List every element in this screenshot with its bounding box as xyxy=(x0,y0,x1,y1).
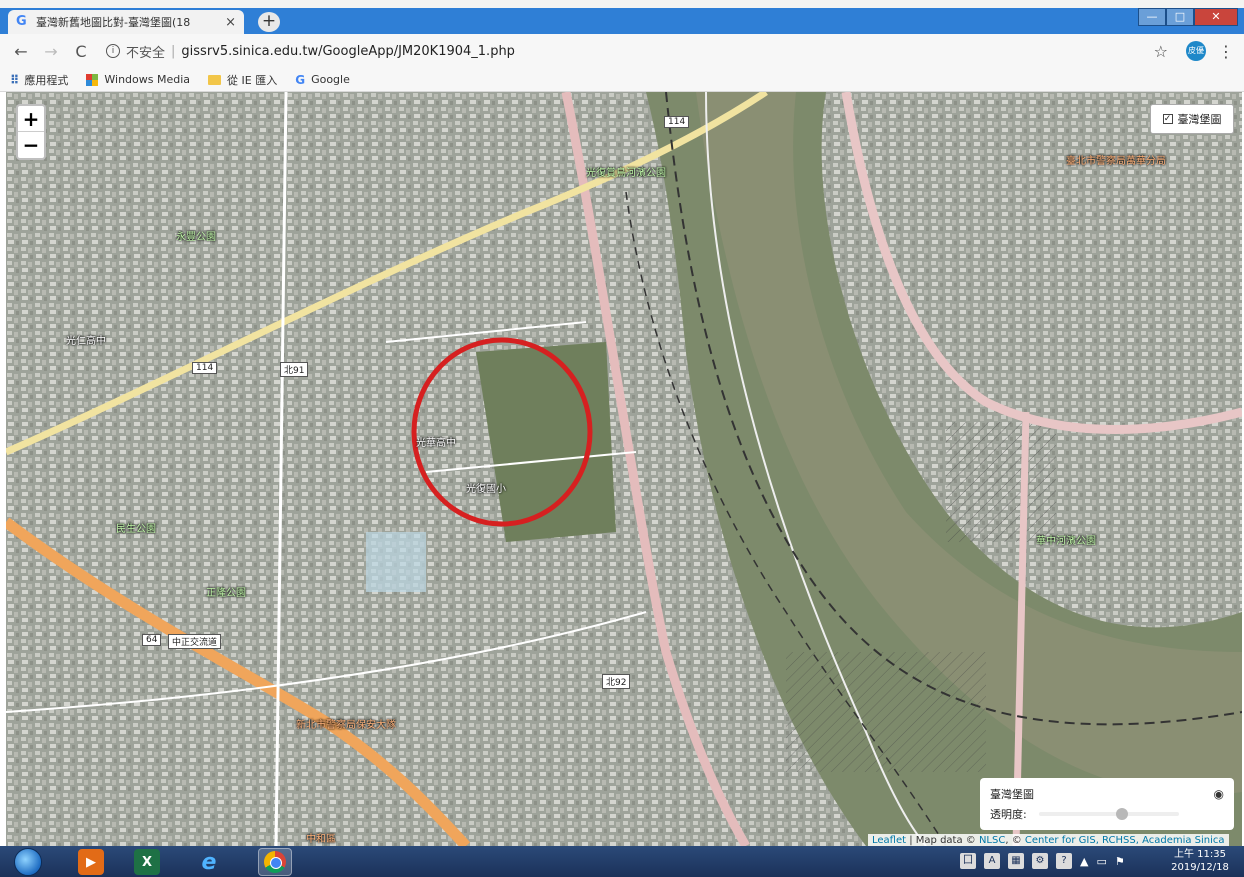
bookmark-label: Google xyxy=(311,73,350,86)
bookmarks-bar: ⠿ 應用程式 Windows Media 從 IE 匯入 G Google xyxy=(0,68,1244,92)
map-label[interactable]: 新北市警察局保安大隊 xyxy=(296,720,396,731)
bookmark-label: Windows Media xyxy=(104,73,191,86)
bookmark-windows-media[interactable]: Windows Media xyxy=(86,73,190,86)
maximize-button[interactable]: □ xyxy=(1166,8,1194,26)
excel-icon[interactable]: X xyxy=(134,849,160,875)
clock-time: 上午 11:35 xyxy=(1174,849,1226,860)
attribution-text: | Map data © xyxy=(906,835,979,846)
minimize-button[interactable]: — xyxy=(1138,8,1166,26)
map-attribution: Leaflet | Map data © NLSC, © Center for … xyxy=(868,834,1229,848)
chrome-icon xyxy=(264,851,286,873)
network-icon[interactable]: ▭ xyxy=(1096,854,1107,868)
road-shield: 114 xyxy=(664,116,690,128)
tab-close-button[interactable]: × xyxy=(225,14,236,30)
road-shield: 114 xyxy=(192,362,218,374)
opacity-slider-handle[interactable] xyxy=(1115,808,1128,820)
system-tray: 囗 A ▦ ⚙ ? ▲ ▭ ⚑ xyxy=(960,850,1125,872)
ime-settings-icon[interactable]: ⚙ xyxy=(1032,853,1048,869)
bookmark-label: 從 IE 匯入 xyxy=(227,73,278,87)
road-shield: 北91 xyxy=(280,362,309,377)
map-label[interactable]: 永豐公園 xyxy=(176,232,216,243)
map-label[interactable]: 光華高中 xyxy=(416,438,456,449)
folder-icon xyxy=(208,74,222,85)
info-icon[interactable]: i xyxy=(106,44,120,58)
tab-bar: G 臺灣新舊地圖比對-臺灣堡圖(18 × + — □ ✕ xyxy=(0,8,1244,34)
road-shield: 中正交流道 xyxy=(168,634,222,649)
window-controls: — □ ✕ xyxy=(1138,8,1238,28)
attribution-sep: , © xyxy=(1005,835,1025,846)
eye-icon[interactable]: ◉ xyxy=(1213,787,1224,801)
map-canvas[interactable]: 光復賞鳥河濱公園 光復國小 光華高中 光仁高中 民生公園 華中河濱公園 臺北市警… xyxy=(6,92,1242,846)
omnibox-separator: | xyxy=(171,43,176,59)
profile-avatar[interactable]: 皮優 xyxy=(1186,41,1206,61)
map-label[interactable]: 光復賞鳥河濱公園 xyxy=(586,168,666,179)
browser-tab[interactable]: G 臺灣新舊地圖比對-臺灣堡圖(18 × xyxy=(8,10,244,34)
bookmark-apps[interactable]: ⠿ 應用程式 xyxy=(10,72,68,88)
map-label[interactable]: 光復國小 xyxy=(466,484,506,495)
layer-name: 臺灣堡圖 xyxy=(990,788,1034,801)
zoom-control: + − xyxy=(16,104,46,160)
ime-icon[interactable]: 囗 xyxy=(960,853,976,869)
not-secure-label: 不安全 xyxy=(126,45,166,61)
map-label[interactable]: 華中河濱公園 xyxy=(1036,536,1096,547)
layer-toggle-label: 臺灣堡圖 xyxy=(1177,113,1222,126)
center-gis-link[interactable]: Center for GIS, RCHSS, Academia Sinica xyxy=(1024,835,1225,846)
road-shield: 北92 xyxy=(602,674,631,689)
menu-kebab-icon[interactable]: ⋮ xyxy=(1218,41,1234,61)
layer-checkbox[interactable]: ✓ xyxy=(1162,114,1173,124)
map-label[interactable]: 中和區 xyxy=(306,834,336,845)
zoom-in-button[interactable]: + xyxy=(18,106,44,132)
zoom-out-button[interactable]: − xyxy=(22,133,40,157)
map-label[interactable]: 民生公園 xyxy=(116,524,156,535)
forward-button[interactable]: → xyxy=(44,41,58,61)
bookmark-google[interactable]: G Google xyxy=(295,73,350,87)
opacity-panel: 臺灣堡圖 ◉ 透明度: xyxy=(980,778,1234,830)
map-label[interactable]: 臺北市警察局萬華分局 xyxy=(1066,156,1166,167)
map-base-layer xyxy=(6,92,1242,846)
new-tab-button[interactable]: + xyxy=(258,12,280,32)
help-icon[interactable]: ? xyxy=(1056,853,1072,869)
close-window-button[interactable]: ✕ xyxy=(1194,8,1238,26)
ime-mode-icon[interactable]: A xyxy=(984,853,1000,869)
tray-expand-icon[interactable]: ▲ xyxy=(1080,854,1089,868)
map-label[interactable]: 正隆公園 xyxy=(206,588,246,599)
bookmark-label: 應用程式 xyxy=(24,73,69,87)
media-player-icon[interactable]: ▶ xyxy=(78,849,104,875)
google-favicon-icon: G xyxy=(16,14,27,29)
google-icon: G xyxy=(295,72,306,87)
road-shield: 64 xyxy=(142,634,162,646)
clock-date: 2019/12/18 xyxy=(1171,862,1229,873)
apps-icon: ⠿ xyxy=(10,72,19,87)
url-input[interactable]: i 不安全 | gissrv5.sinica.edu.tw/GoogleApp/… xyxy=(100,38,1144,64)
back-button[interactable]: ← xyxy=(14,41,28,61)
opacity-label: 透明度: xyxy=(990,808,1027,821)
layer-toggle[interactable]: ✓ 臺灣堡圖 xyxy=(1150,104,1234,134)
red-circle-annotation xyxy=(411,337,593,527)
leaflet-link[interactable]: Leaflet xyxy=(872,835,907,846)
start-button[interactable] xyxy=(14,848,42,876)
url-text: gissrv5.sinica.edu.tw/GoogleApp/JM20K190… xyxy=(181,43,515,59)
bookmark-star-icon[interactable]: ☆ xyxy=(1153,41,1168,61)
windows-icon xyxy=(86,73,99,86)
reload-button[interactable]: C xyxy=(75,41,87,61)
chrome-taskbar-button[interactable] xyxy=(258,848,292,876)
flag-icon[interactable]: ⚑ xyxy=(1114,854,1125,868)
scan-margin xyxy=(0,0,1244,8)
map-label[interactable]: 光仁高中 xyxy=(66,336,106,347)
address-bar: ← → C i 不安全 | gissrv5.sinica.edu.tw/Goog… xyxy=(0,34,1244,68)
bookmark-ie-import[interactable]: 從 IE 匯入 xyxy=(208,72,277,88)
nlsc-link[interactable]: NLSC xyxy=(978,835,1006,846)
opacity-slider[interactable] xyxy=(1038,808,1179,820)
tab-title: 臺灣新舊地圖比對-臺灣堡圖(18 xyxy=(36,16,191,29)
taskbar-clock[interactable]: 上午 11:35 2019/12/18 xyxy=(1160,848,1240,874)
windows-taskbar: ▶ X e 囗 A ▦ ⚙ ? ▲ ▭ ⚑ 上午 11:35 2019/12/1… xyxy=(0,846,1244,877)
keyboard-icon[interactable]: ▦ xyxy=(1008,853,1024,869)
internet-explorer-icon[interactable]: e xyxy=(201,849,217,875)
